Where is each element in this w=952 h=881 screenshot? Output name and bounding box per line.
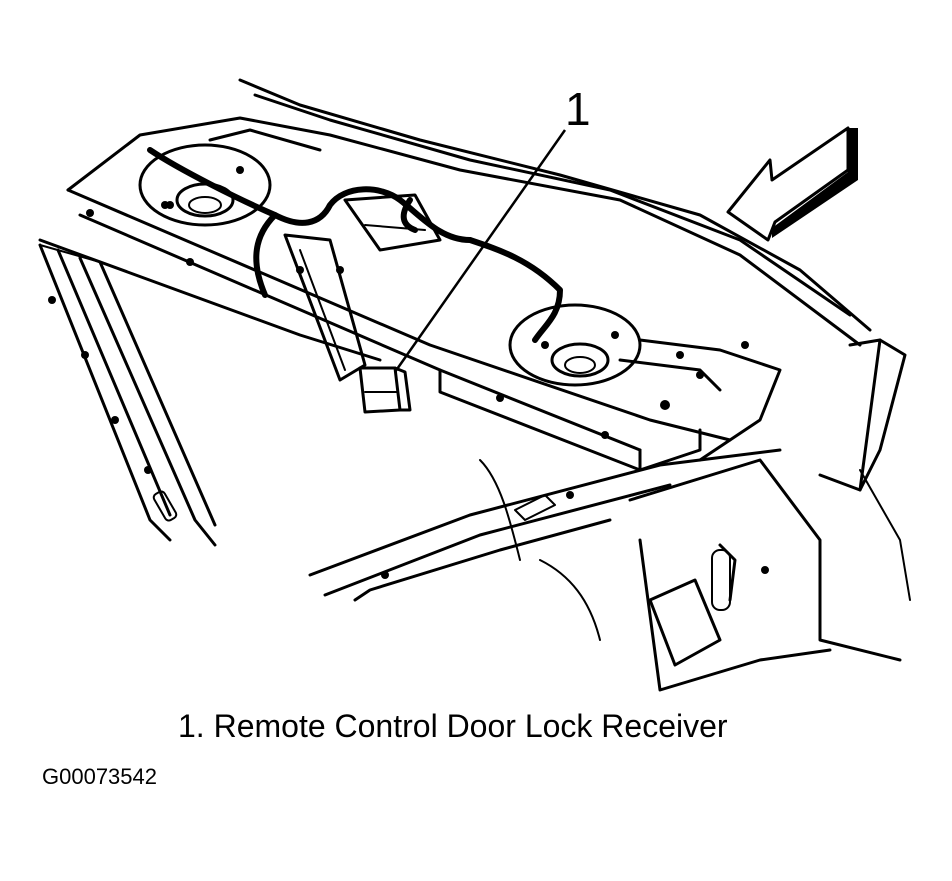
figure-id: G00073542: [42, 764, 157, 789]
right-rear-structure: [618, 338, 907, 492]
callout-leader-line: [393, 129, 567, 373]
legend-item-1: 1. Remote Control Door Lock Receiver: [178, 708, 728, 744]
remote-door-lock-receiver: [358, 366, 412, 414]
left-bracket: [283, 233, 367, 382]
package-shelf: [38, 78, 872, 472]
view-direction-arrow-icon: [726, 126, 858, 242]
callout-number-1: 1: [565, 83, 591, 135]
lower-cross-member: [308, 448, 782, 602]
right-speaker-well: [508, 303, 642, 387]
left-speaker-well: [138, 143, 272, 227]
wiring-harness: [147, 147, 563, 343]
left-pillar: [38, 243, 217, 547]
lower-body-structure: [479, 458, 911, 692]
